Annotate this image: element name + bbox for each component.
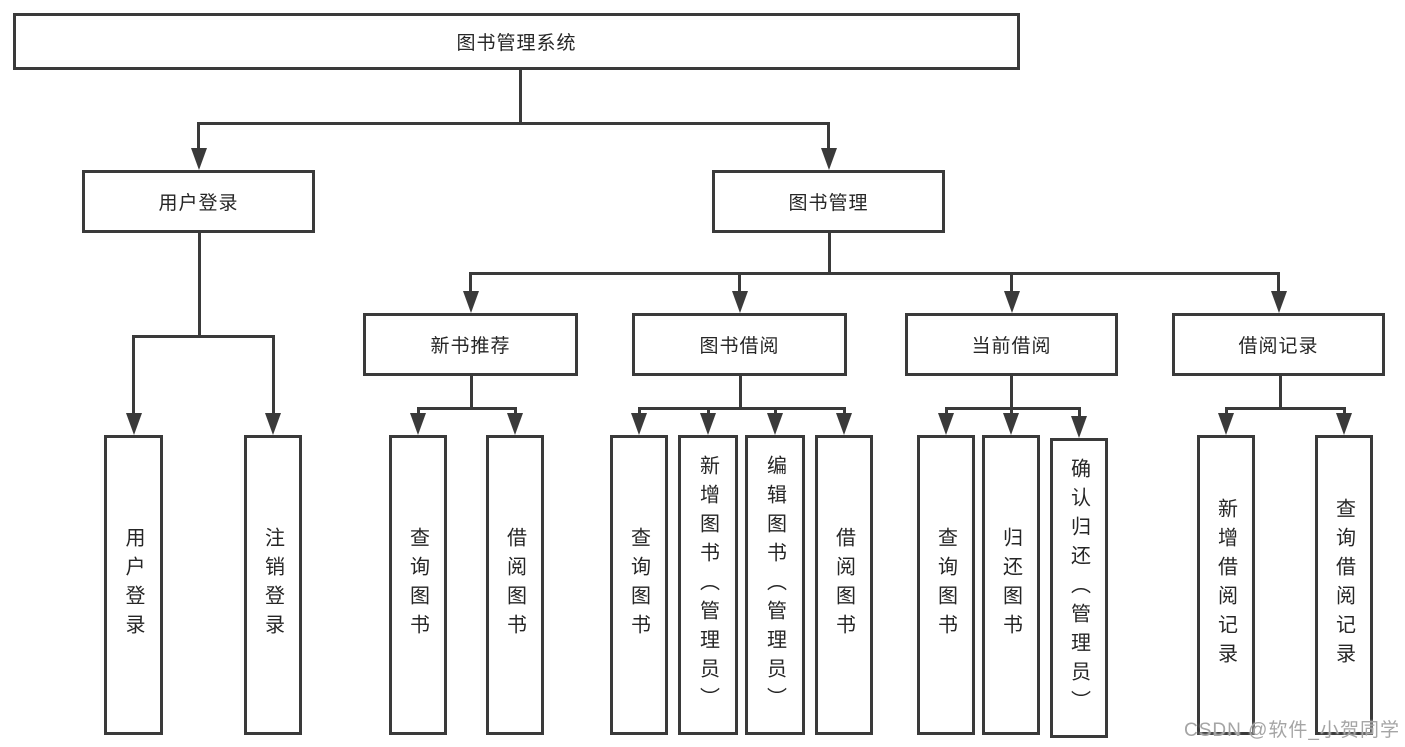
node-label-book-borrow: 图书借阅 [699,336,780,357]
arrowhead-icon [631,413,647,435]
node-leaf-user-login: 用户登录 [104,435,163,735]
node-leaf-query-book-1: 查询图书 [389,435,447,735]
arrowhead-icon [767,413,783,435]
node-label-leaf-logout: 注销登录 [261,527,284,643]
arrowhead-icon [1270,291,1287,313]
node-leaf-add-borrow-rec: 新增借阅记录 [1197,435,1255,735]
connector-line [271,335,275,413]
node-label-borrow-record: 借阅记录 [1238,336,1319,357]
connector-line [1224,407,1228,413]
arrowhead-icon [820,148,837,170]
connector-line [1342,407,1346,413]
arrowhead-icon [731,291,748,313]
connector-line [827,122,830,148]
node-leaf-edit-book: 编辑图书（管理员） [745,435,805,735]
connector-line [637,407,641,413]
connector-line [944,407,948,413]
node-label-new-book-rec: 新书推荐 [430,336,511,357]
connector-line [469,272,1280,275]
connector-line [842,407,846,413]
node-label-leaf-confirm-return: 确认归还（管理员） [1067,457,1090,719]
arrowhead-icon [1218,413,1234,435]
node-label-leaf-query-book-2: 查询图书 [627,527,650,643]
node-label-leaf-query-borrow-rec: 查询借阅记录 [1332,498,1355,672]
connector-line [518,70,522,122]
node-current-borrow: 当前借阅 [905,313,1118,376]
node-user-login: 用户登录 [82,170,315,233]
connector-line [1010,272,1013,291]
node-leaf-borrow-book-2: 借阅图书 [815,435,873,735]
node-leaf-query-borrow-rec: 查询借阅记录 [1315,435,1373,735]
node-label-current-borrow: 当前借阅 [971,336,1052,357]
arrowhead-icon [1003,291,1020,313]
connector-line [1009,376,1013,407]
connector-line [132,335,135,413]
node-label-book-mgmt: 图书管理 [788,193,869,214]
node-label-leaf-query-book-3: 查询图书 [934,527,957,643]
arrowhead-icon [410,413,426,435]
node-label-leaf-user-login: 用户登录 [122,527,144,643]
node-label-leaf-edit-book: 编辑图书（管理员） [763,454,786,716]
connector-line [706,407,710,413]
node-leaf-query-book-3: 查询图书 [917,435,975,735]
node-leaf-add-book: 新增图书（管理员） [678,435,738,735]
connector-line [469,376,473,407]
node-label-root: 图书管理系统 [456,33,577,54]
arrowhead-icon [1336,413,1352,435]
node-borrow-record: 借阅记录 [1172,313,1385,376]
arrowhead-icon [700,413,716,435]
connector-line [1009,407,1013,413]
node-leaf-confirm-return: 确认归还（管理员） [1050,438,1108,738]
node-label-leaf-add-borrow-rec: 新增借阅记录 [1214,498,1237,672]
arrowhead-icon [1071,416,1087,438]
connector-line [1277,272,1280,291]
connector-line [197,233,201,335]
connector-line [944,407,1081,410]
arrowhead-icon [938,413,954,435]
connector-line [738,376,742,407]
connector-line [513,407,517,413]
node-leaf-borrow-book-1: 借阅图书 [486,435,544,735]
connector-line [416,407,517,410]
node-label-leaf-add-book: 新增图书（管理员） [696,454,719,716]
connector-line [132,335,275,338]
arrowhead-icon [1003,413,1019,435]
node-root: 图书管理系统 [13,13,1020,70]
connector-line [197,122,200,148]
node-label-leaf-borrow-book-1: 借阅图书 [503,527,526,643]
node-new-book-rec: 新书推荐 [363,313,578,376]
node-leaf-query-book-2: 查询图书 [610,435,668,735]
connector-line [469,272,472,291]
connector-line [1278,376,1282,407]
connector-line [773,407,777,413]
arrowhead-icon [462,291,479,313]
connector-line [197,122,830,125]
arrowhead-icon [190,148,207,170]
connector-line [1224,407,1346,410]
connector-line [738,272,741,291]
connector-line [637,407,846,410]
connector-line [827,233,831,272]
node-label-leaf-query-book-1: 查询图书 [406,527,429,643]
csdn-watermark: CSDN @软件_小贺同学 [1184,720,1400,741]
arrowhead-icon [836,413,852,435]
node-book-mgmt: 图书管理 [712,170,945,233]
node-leaf-logout: 注销登录 [244,435,302,735]
arrowhead-icon [125,413,142,435]
connector-line [416,407,420,413]
arrowhead-icon [265,413,281,435]
node-leaf-return-book: 归还图书 [982,435,1040,735]
arrowhead-icon [507,413,523,435]
node-label-leaf-borrow-book-2: 借阅图书 [832,527,855,643]
node-book-borrow: 图书借阅 [632,313,847,376]
connector-line [1077,407,1081,416]
node-label-user-login: 用户登录 [158,193,239,214]
node-label-leaf-return-book: 归还图书 [999,527,1022,643]
